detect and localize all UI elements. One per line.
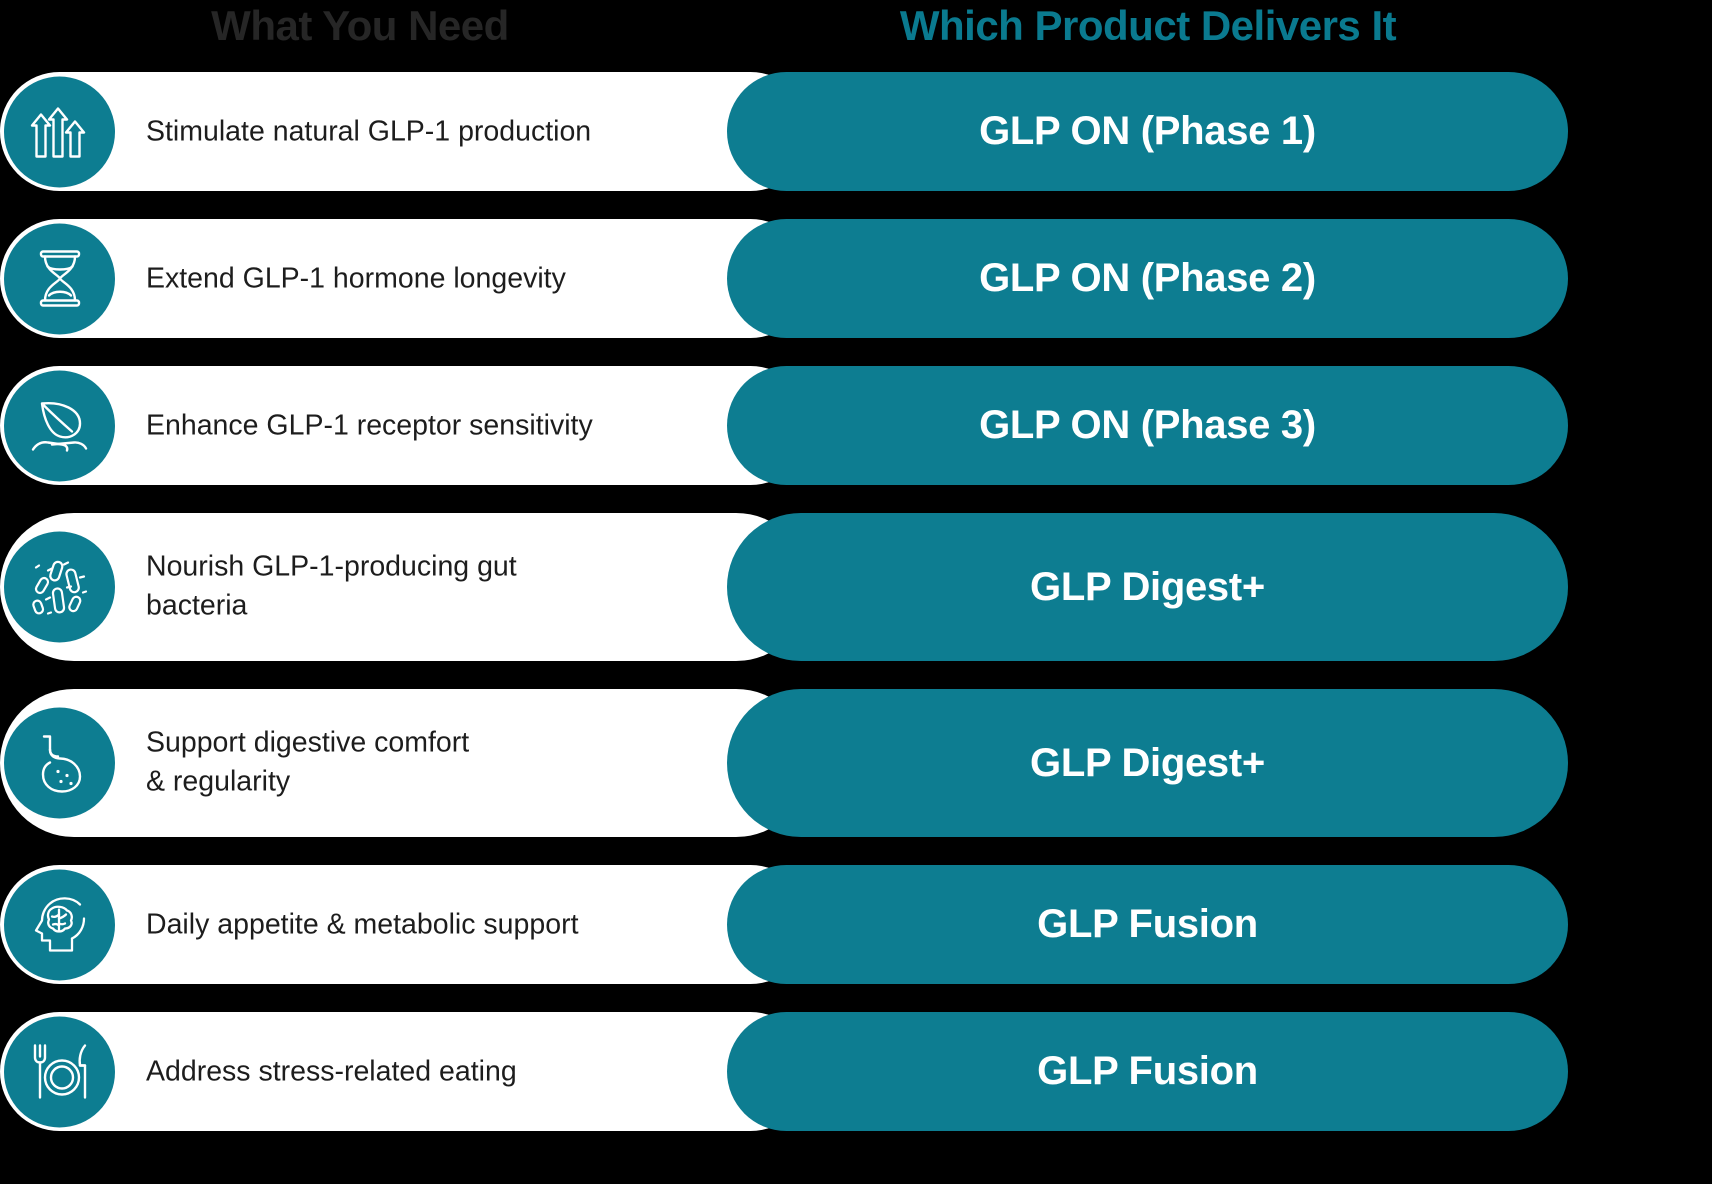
need-label: Stimulate natural GLP-1 production [146, 114, 592, 147]
need-pill[interactable]: Support digestive comfort & regularity [0, 689, 810, 837]
product-label: GLP Digest+ [1030, 740, 1265, 785]
product-label: GLP Digest+ [1030, 564, 1265, 609]
comparison-board: What You Need Which Product Delivers It … [0, 0, 1568, 1131]
comparison-row: Nourish GLP-1-producing gut bacteria GLP … [0, 513, 1568, 661]
product-label: GLP Fusion [1037, 1049, 1258, 1093]
need-label: Daily appetite & metabolic support [146, 907, 579, 940]
header-what-you-need: What You Need [211, 2, 509, 49]
product-pill[interactable]: GLP Digest+ [727, 513, 1568, 661]
comparison-row: Extend GLP-1 hormone longevity GLP ON (Ph… [0, 219, 1568, 338]
comparison-row: Address stress-related eating GLP Fusion [0, 1012, 1568, 1131]
comparison-row: Daily appetite & metabolic support GLP Fu… [0, 865, 1568, 984]
need-pill[interactable]: Stimulate natural GLP-1 production [0, 72, 810, 191]
need-pill[interactable]: Nourish GLP-1-producing gut bacteria [0, 513, 810, 661]
need-pill[interactable]: Enhance GLP-1 receptor sensitivity [0, 366, 810, 485]
product-label: GLP Fusion [1037, 902, 1258, 946]
product-pill[interactable]: GLP Fusion [727, 865, 1568, 984]
need-label: Support digestive comfort & regularity [146, 726, 470, 798]
need-label: Address stress-related eating [146, 1054, 517, 1087]
plate-cutlery-icon [4, 1016, 115, 1127]
growth-arrows-icon [4, 76, 115, 187]
product-pill[interactable]: GLP ON (Phase 3) [727, 366, 1568, 485]
hourglass-icon [4, 223, 115, 334]
header-which-product-delivers-it: Which Product Delivers It [899, 2, 1397, 49]
need-pill[interactable]: Daily appetite & metabolic support [0, 865, 810, 984]
need-label: Enhance GLP-1 receptor sensitivity [146, 408, 593, 441]
product-label: GLP ON (Phase 1) [979, 109, 1316, 153]
header-row: What You Need Which Product Delivers It [0, 0, 1568, 72]
need-pill[interactable]: Extend GLP-1 hormone longevity [0, 219, 810, 338]
need-label: Extend GLP-1 hormone longevity [146, 261, 566, 294]
comparison-row: Enhance GLP-1 receptor sensitivity GLP ON… [0, 366, 1568, 485]
head-brain-icon [4, 869, 115, 980]
product-label: GLP ON (Phase 3) [979, 403, 1316, 447]
comparison-row: Support digestive comfort & regularity GL… [0, 689, 1568, 837]
stomach-icon [4, 707, 115, 819]
hand-leaf-icon [4, 370, 115, 481]
need-label: Nourish GLP-1-producing gut bacteria [146, 550, 517, 622]
product-pill[interactable]: GLP ON (Phase 2) [727, 219, 1568, 338]
product-pill[interactable]: GLP ON (Phase 1) [727, 72, 1568, 191]
product-pill[interactable]: GLP Fusion [727, 1012, 1568, 1131]
bacteria-icon [4, 531, 115, 643]
product-pill[interactable]: GLP Digest+ [727, 689, 1568, 837]
comparison-row: Stimulate natural GLP-1 production GLP ON… [0, 72, 1568, 191]
product-label: GLP ON (Phase 2) [979, 256, 1316, 300]
need-pill[interactable]: Address stress-related eating [0, 1012, 810, 1131]
